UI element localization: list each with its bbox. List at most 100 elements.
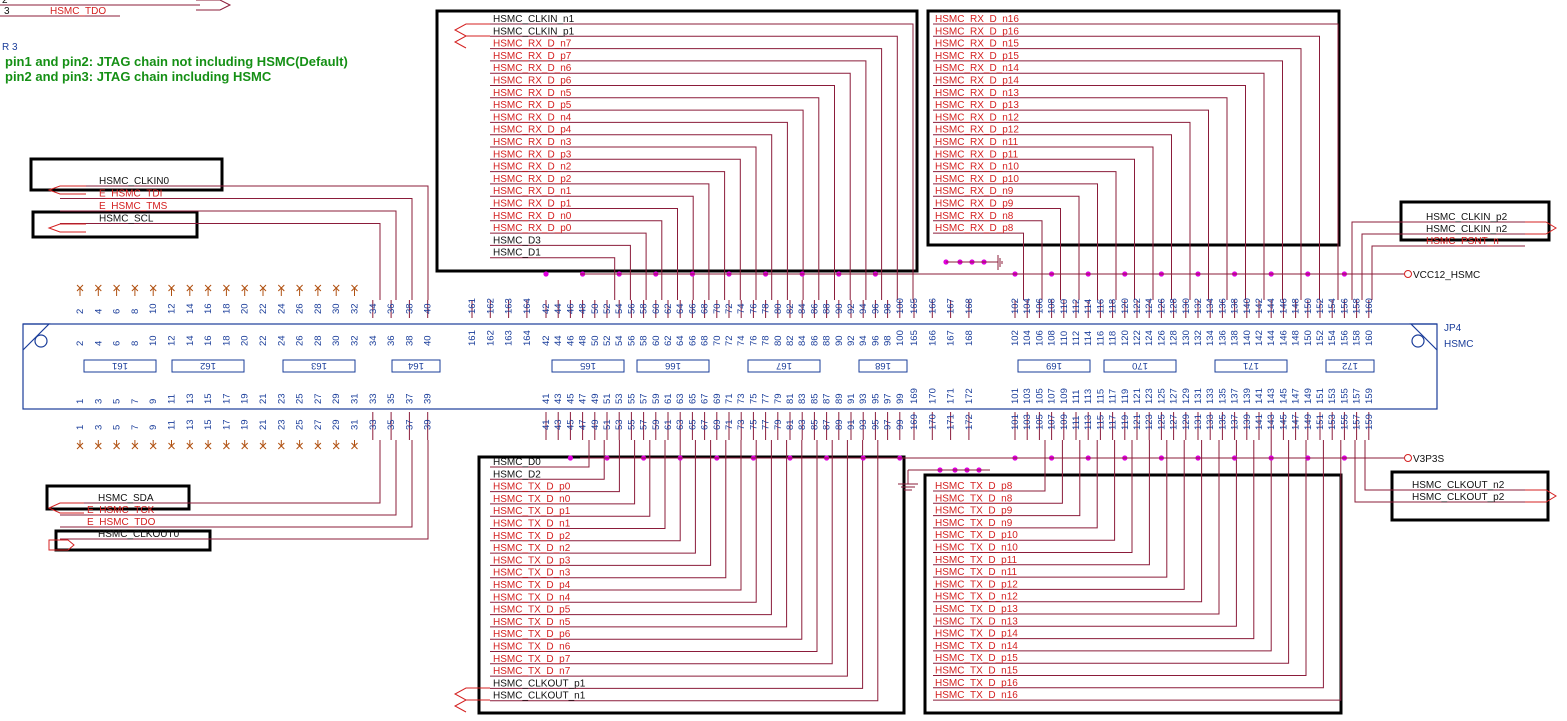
pin-number-bottom-outer: 151 (1315, 414, 1326, 430)
wires (47, 23, 1557, 713)
pin-number-top-outer: 42 (541, 303, 552, 314)
pin-number-top-outer: 74 (736, 303, 747, 314)
pin-number-bottom-inner: 105 (1034, 388, 1045, 404)
pin-number-bottom-outer: 51 (602, 419, 613, 430)
pin-number-top-inner: 78 (761, 335, 772, 346)
pin-number-top-inner: 90 (834, 335, 845, 346)
net-label-top-mid: HSMC_RX_D_n4 (493, 112, 572, 123)
pin-number-bottom-inner: 143 (1266, 388, 1277, 404)
pin-number-top-inner: 150 (1303, 330, 1314, 346)
pin-number-bottom-inner: 123 (1144, 388, 1155, 404)
pin-number-bottom-outer: 9 (148, 425, 159, 430)
net-label-bottom-mid: HSMC_D2 (493, 469, 541, 480)
sda-port-icon (47, 502, 84, 514)
pin-number-top-outer: 140 (1242, 298, 1253, 314)
pin-number-bottom-inner: 23 (276, 393, 287, 404)
pin-number-bottom-outer: 131 (1193, 414, 1204, 430)
pin-number-top-outer: 102 (1010, 298, 1021, 314)
pin-number-top-inner: 136 (1217, 330, 1228, 346)
pin-number-top-inner: 92 (846, 335, 857, 346)
pin-number-bottom-outer: 41 (541, 419, 552, 430)
net-label-right-top: HSMC_PSNT_n (1426, 236, 1499, 247)
pin-number-bottom-inner: 65 (687, 393, 698, 404)
pin-number-top-inner: 38 (404, 335, 415, 346)
net-label-top-mid: HSMC_RX_D_p1 (493, 199, 572, 210)
bank-box (1017, 359, 1091, 373)
pin-number-bottom-outer: 59 (651, 419, 662, 430)
highlight-boxes (29, 9, 1551, 715)
pin-number-top-inner: 140 (1242, 330, 1253, 346)
pin-number-top-inner: 110 (1059, 331, 1070, 346)
net-label-bottom-right: HSMC_TX_D_n11 (935, 567, 1018, 578)
no-connect-icon (204, 442, 212, 450)
corner-fragment: 2 3 HSMC_TDO R 3 pin1 and pin2: JTAG cha… (0, 0, 348, 84)
net-label-right-top: HSMC_CLKIN_p2 (1426, 212, 1508, 223)
pin-number-top-inner: 120 (1120, 330, 1131, 346)
pin-number-bottom-inner: 101 (1010, 388, 1021, 404)
net-label-bottom-mid: HSMC_TX_D_n7 (493, 666, 571, 677)
pin-number-bottom-inner: 1 (75, 399, 86, 404)
pin-number-top-outer: 90 (834, 303, 845, 314)
box-sda (45, 484, 191, 511)
pin-number-top-outer: 8 (130, 309, 141, 314)
bank-box (551, 359, 625, 373)
pin-number-bottom-outer: 13 (185, 419, 196, 430)
pin-number-bottom-inner: 117 (1108, 389, 1119, 404)
pin-number-bottom-inner: 17 (221, 393, 232, 404)
net-label-bottom-right: HSMC_TX_D_n9 (935, 518, 1013, 529)
pin-number-top-outer: 156 (1339, 298, 1350, 314)
net-label-right-bottom: HSMC_CLKOUT_p2 (1412, 492, 1505, 503)
bank-label: 171 (1243, 360, 1259, 371)
bank-box (858, 359, 908, 373)
pin-number-top-outer: 36 (386, 303, 397, 314)
pin-number-bottom-inner: 71 (724, 393, 735, 404)
pin-number-top-outer: 80 (773, 303, 784, 314)
net-label-left-top: HSMC_CLKIN0 (99, 176, 169, 187)
pin-number-top-outer: 167 (946, 298, 957, 314)
pin-number-top-inner: 60 (651, 335, 662, 346)
pin-number-top-inner: 32 (350, 335, 361, 346)
clkout1-port-icon (453, 687, 490, 701)
net-label-right-bottom: HSMC_CLKOUT_n2 (1412, 480, 1505, 491)
pin-number-top-inner: 72 (724, 335, 735, 346)
pin-number-bottom-outer: 15 (203, 419, 214, 430)
pin-number-top-inner: 20 (240, 335, 251, 346)
net-label-top-mid: HSMC_RX_D_p7 (493, 51, 572, 62)
pin-number-bottom-inner: 139 (1242, 388, 1253, 404)
pin-number-top-inner: 108 (1047, 330, 1058, 346)
net-label-bottom-right: HSMC_TX_D_p15 (935, 653, 1018, 664)
pin-number-top-outer: 72 (724, 303, 735, 314)
bank-box (1325, 359, 1375, 373)
pin-number-top-inner: 56 (626, 335, 637, 346)
pin-number-bottom-inner: 171 (946, 388, 957, 404)
pin-number-top-outer: 122 (1132, 298, 1143, 314)
junction-dot (543, 271, 549, 277)
power-rails: VCC12_HSMC V3P3S (580, 255, 1480, 491)
mount-hole-right-icon (1411, 334, 1425, 348)
no-connect-icon (277, 442, 285, 450)
pin-number-top-outer: 48 (578, 303, 589, 314)
pin-number-bottom-outer: 65 (687, 419, 698, 430)
pin-number-bottom-inner: 129 (1181, 388, 1192, 404)
pin-number-top-outer: 10 (148, 303, 159, 314)
pin-number-bottom-inner: 127 (1169, 388, 1180, 404)
pin-number-bottom-outer: 85 (809, 419, 820, 430)
pin-number-top-outer: 84 (797, 303, 808, 314)
no-connect-icon (241, 284, 249, 292)
bank-label: 164 (408, 360, 424, 371)
pin-number-top-inner: 118 (1108, 331, 1119, 346)
net-label-top-mid: HSMC_RX_D_n6 (493, 63, 572, 74)
pin-number-top-inner: 36 (386, 335, 397, 346)
pin-number-top-outer: 18 (221, 303, 232, 314)
pin-number-top-inner: 154 (1327, 330, 1338, 346)
no-connect-icon (76, 284, 84, 292)
pin-number-top-inner: 40 (423, 335, 434, 346)
connector-ref: JP4 (1444, 323, 1462, 334)
no-connect-icon (296, 442, 303, 450)
pin-number-bottom-outer: 171 (946, 414, 957, 430)
pin-number-bottom-outer: 39 (423, 419, 434, 430)
pin-number-top-inner: 158 (1352, 330, 1363, 346)
pin-number-bottom-outer: 127 (1169, 414, 1180, 430)
net-label-top-mid: HSMC_RX_D_n2 (493, 162, 572, 173)
no-connect-icon (332, 442, 340, 450)
